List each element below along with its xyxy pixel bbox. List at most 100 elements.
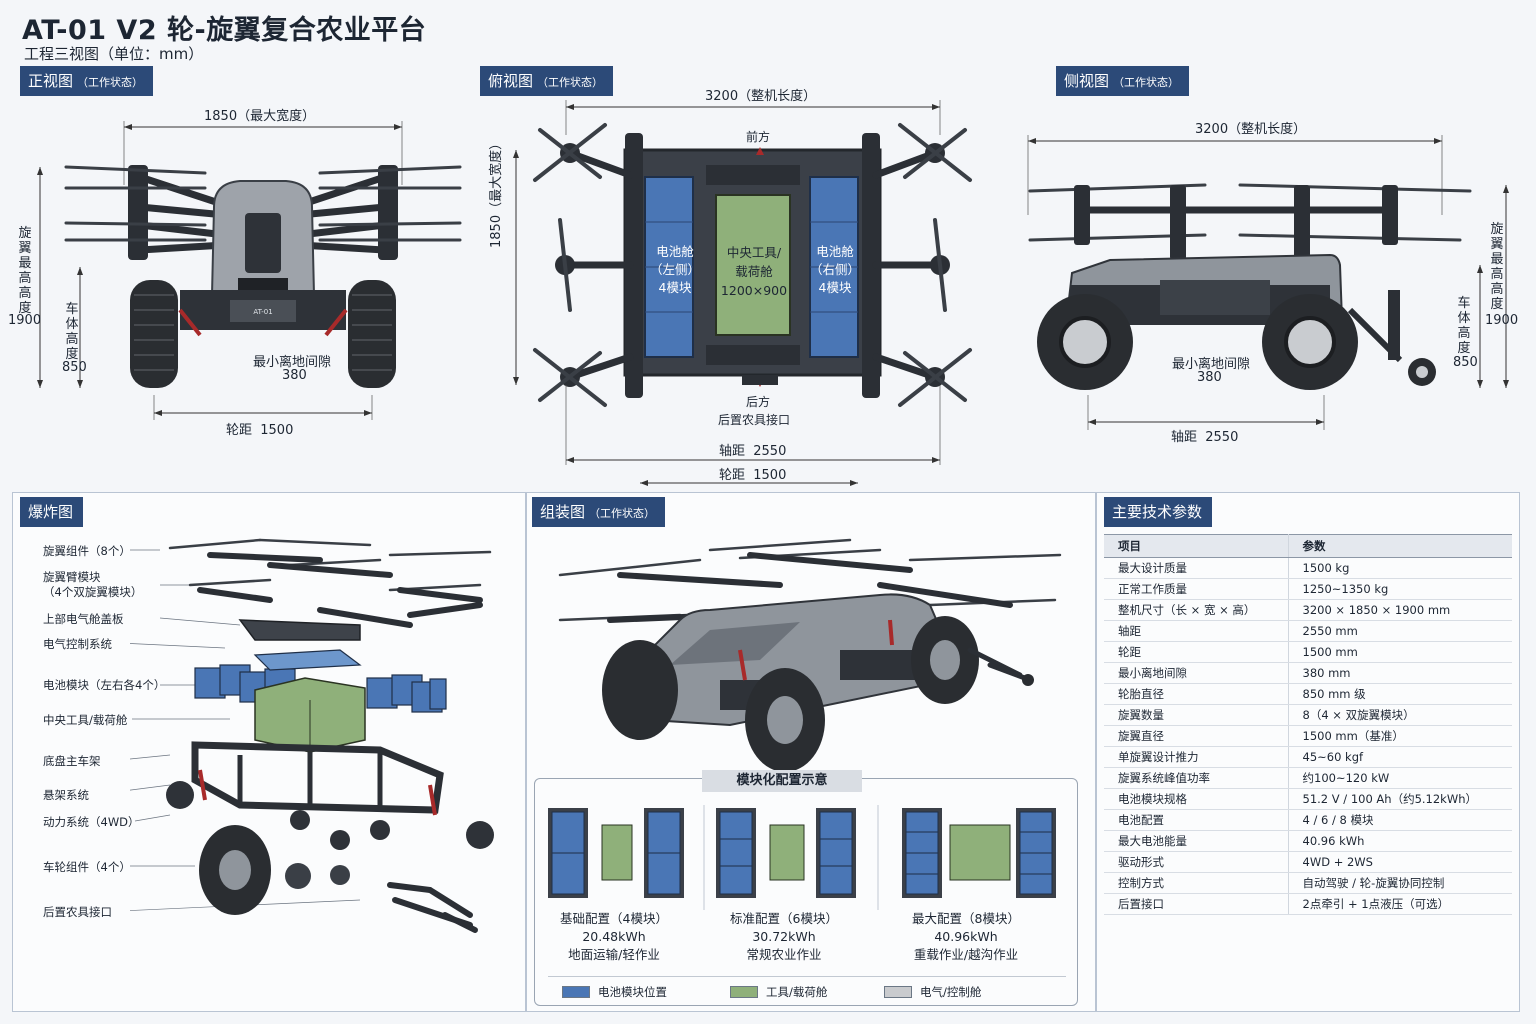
spec-item: 后置接口 [1104, 893, 1289, 915]
top-rear-hitch-label: 后置农具接口 [718, 413, 791, 427]
spec-item: 电池配置 [1104, 809, 1289, 831]
side-view-tag: 侧视图（工作状态） [1056, 66, 1190, 96]
spec-value: 1500 mm [1288, 641, 1512, 663]
top-view-tag: 俯视图（工作状态） [480, 66, 614, 96]
assembly-tag: 组装图（工作状态） [532, 497, 666, 527]
module-config-drawings [548, 805, 1056, 910]
top-width-dim: 1850（最大宽度） [489, 136, 504, 248]
spec-tag: 主要技术参数 [1104, 497, 1213, 527]
top-wheelbase-dim: 轴距 2550 [719, 444, 787, 459]
side-body-height-value: 850 [1453, 355, 1478, 370]
exploded-label-battery: 电池模块（左右各4个） [43, 678, 166, 692]
spec-item: 轮距 [1104, 641, 1289, 663]
front-clearance-value: 380 [282, 368, 307, 383]
spec-item: 轮胎直径 [1104, 683, 1289, 705]
side-view-drawing [1027, 135, 1509, 430]
top-battery-right: 电池舱（右侧）4模块 [809, 244, 860, 295]
spec-item: 旋翼数量 [1104, 704, 1289, 726]
top-length-dim: 3200（整机长度） [705, 89, 817, 104]
exploded-panel [12, 492, 526, 1012]
side-body-height-label: 车体高度 [1457, 296, 1471, 356]
front-body-height-value: 850 [62, 360, 87, 375]
page-title: AT-01 V2 轮-旋翼复合农业平台 [22, 15, 427, 46]
spec-item: 最大电池能量 [1104, 830, 1289, 852]
exploded-label-arm: 旋翼臂模块 [43, 570, 101, 584]
front-logo: AT-01 [253, 308, 272, 316]
spec-value: 40.96 kWh [1288, 830, 1512, 852]
spec-header-value: 参数 [1288, 534, 1512, 558]
spec-item: 驱动形式 [1104, 851, 1289, 873]
spec-value: 380 mm [1288, 662, 1512, 684]
front-width-dim: 1850（最大宽度） [204, 109, 316, 124]
table-row: 整机尺寸（长 × 宽 × 高）3200 × 1850 × 1900 mm [1104, 599, 1512, 621]
exploded-label-wheels: 车轮组件（4个） [43, 860, 131, 874]
side-clearance-label: 最小离地间隙 [1172, 357, 1251, 372]
front-view-drawing: AT-01 [37, 121, 462, 420]
spec-value: 2550 mm [1288, 620, 1512, 642]
top-front-label: 前方 [746, 130, 771, 144]
front-rotor-height-value: 1900 [8, 313, 42, 328]
spec-value: 自动驾驶 / 轮-旋翼协同控制 [1288, 872, 1512, 894]
side-clearance-value: 380 [1197, 370, 1222, 385]
legend-battery: 电池模块位置 [562, 984, 667, 1000]
exploded-label-chassis: 底盘主车架 [43, 754, 101, 768]
top-view-drawing [513, 100, 972, 486]
page-subtitle: 工程三视图（单位：mm） [24, 45, 204, 63]
spec-item: 单旋翼设计推力 [1104, 746, 1289, 768]
spec-value: 1500 mm（基准） [1288, 725, 1512, 747]
exploded-label-hitch: 后置农具接口 [43, 905, 112, 919]
front-clearance-label: 最小离地间隙 [253, 355, 332, 370]
spec-value: 51.2 V / 100 Ah（约5.12kWh） [1288, 788, 1512, 810]
spec-item: 整机尺寸（长 × 宽 × 高） [1104, 599, 1289, 621]
spec-item: 最小离地间隙 [1104, 662, 1289, 684]
spec-item: 控制方式 [1104, 872, 1289, 894]
side-rotor-height-value: 1900 [1485, 313, 1519, 328]
front-body-height-label: 车体高度 [65, 302, 79, 362]
exploded-label-powertrain: 动力系统（4WD） [43, 815, 140, 829]
top-track-dim: 轮距 1500 [719, 468, 787, 483]
side-rotor-height-label: 旋翼最高高度 [1490, 222, 1504, 312]
assembly-drawing [558, 538, 1062, 770]
spec-value: 4 / 6 / 8 模块 [1288, 809, 1512, 831]
spec-value: 4WD + 2WS [1288, 851, 1512, 873]
spec-item: 正常工作质量 [1104, 578, 1289, 600]
top-battery-left: 电池舱（左侧）4模块 [649, 244, 700, 295]
legend-payload-swatch [730, 986, 758, 998]
exploded-label-rotor: 旋翼组件（8个） [43, 544, 131, 558]
spec-value: 1500 kg [1288, 557, 1512, 579]
table-row: 控制方式自动驾驶 / 轮-旋翼协同控制 [1104, 872, 1512, 894]
exploded-label-suspension: 悬架系统 [43, 788, 89, 802]
spec-item: 电池模块规格 [1104, 788, 1289, 810]
front-view-tag: 正视图（工作状态） [20, 66, 154, 96]
front-track-dim: 轮距 1500 [226, 423, 294, 438]
spec-item: 轴距 [1104, 620, 1289, 642]
side-wheelbase-dim: 轴距 2550 [1171, 430, 1239, 445]
spec-value: 1250~1350 kg [1288, 578, 1512, 600]
spec-value: 3200 × 1850 × 1900 mm [1288, 599, 1512, 621]
module-config-box [534, 778, 1078, 1006]
spec-header-item: 项目 [1104, 534, 1289, 558]
top-rear-label: 后方 [746, 395, 771, 409]
spec-value: 约100~120 kW [1288, 767, 1512, 789]
legend-battery-swatch [562, 986, 590, 998]
exploded-label-cover: 上部电气舱盖板 [43, 612, 124, 626]
spec-value: 8（4 × 双旋翼模块） [1288, 704, 1512, 726]
spec-item: 最大设计质量 [1104, 557, 1289, 579]
front-rotor-height-label: 旋翼最高高度 [18, 226, 32, 316]
